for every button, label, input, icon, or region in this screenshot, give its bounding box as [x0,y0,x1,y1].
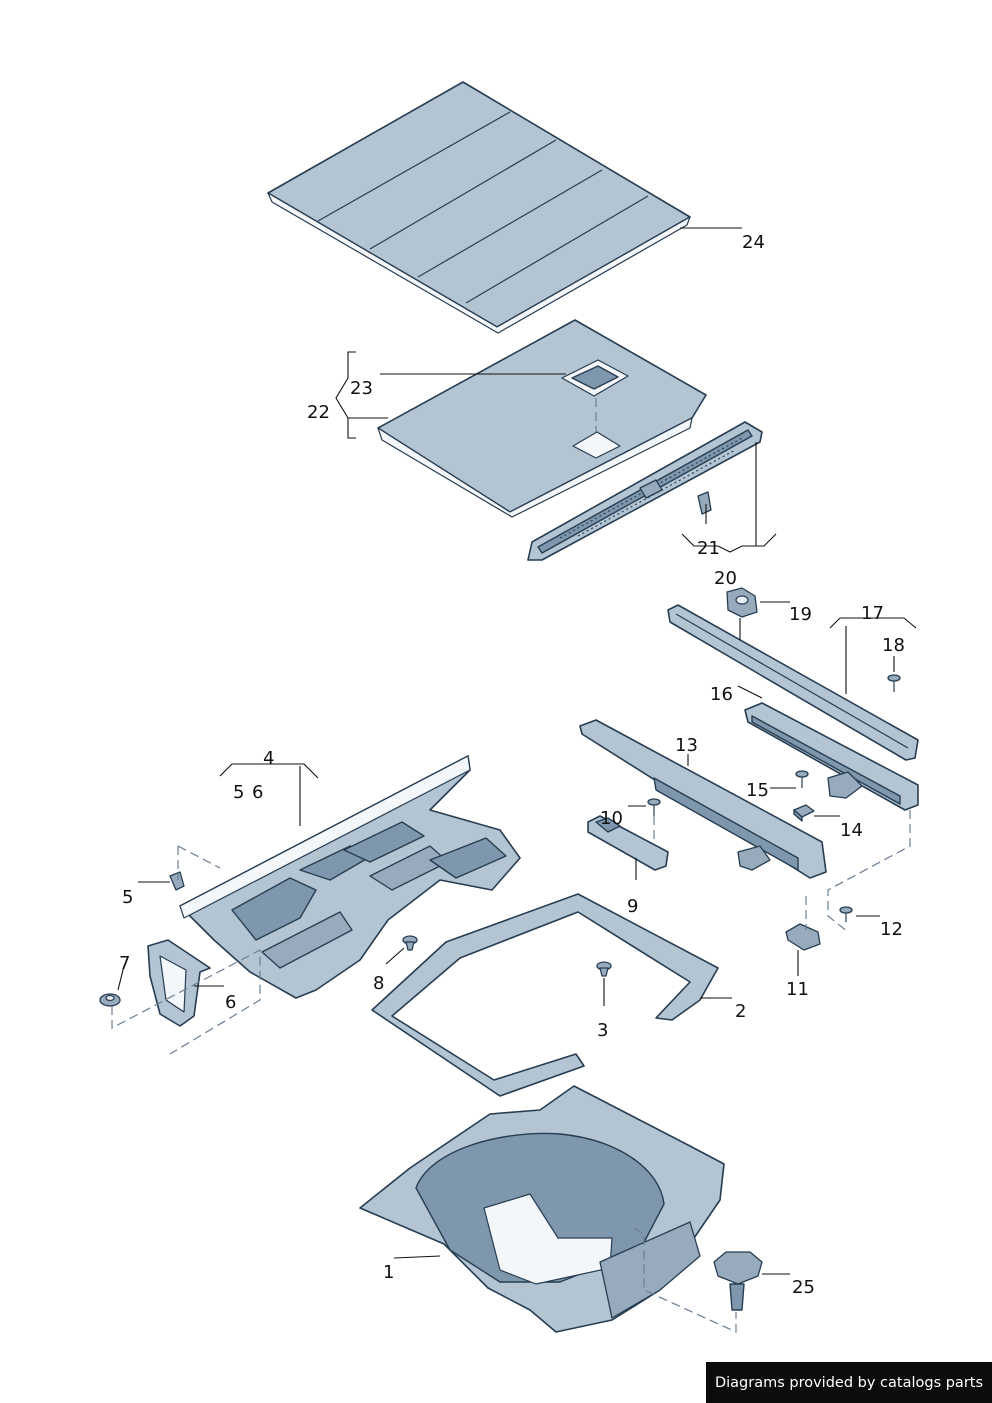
callout-6-left: 6 [225,992,236,1013]
callout-1: 1 [383,1262,394,1283]
part-24-floor-cover [267,81,691,334]
callout-14: 14 [840,820,863,841]
callout-21: 21 [697,538,720,559]
callout-16: 16 [710,684,733,705]
callout-19: 19 [789,604,812,625]
leader-lines [117,227,917,1275]
part-6-strap [147,939,211,1027]
callout-22: 22 [307,402,330,423]
callout-12: 12 [880,919,903,940]
part-7-nut [99,993,121,1007]
part-25-knob [713,1251,763,1311]
part-5-clip [169,871,185,891]
part-19-clip [726,587,758,618]
callout-23: 23 [350,378,373,399]
callout-5-left: 5 [122,887,133,908]
part-8-clip [402,935,418,951]
screw-10 [647,798,661,816]
callout-3: 3 [597,1020,608,1041]
callout-13: 13 [675,735,698,756]
part-4-storage-tray [179,755,521,999]
part-17-rail [667,604,919,761]
callout-2: 2 [735,1001,746,1022]
part-3-clip [596,961,612,977]
callout-24: 24 [742,232,765,253]
part-11-bracket [785,923,821,951]
callout-18: 18 [882,635,905,656]
callout-9: 9 [627,896,638,917]
callout-17: 17 [861,603,884,624]
callout-7: 7 [119,953,130,974]
callouts: 1 2 3 4 5 5 6 6 7 8 9 10 11 12 13 14 15 … [119,232,905,1298]
footer-text: Diagrams provided by catalogs parts [714,1374,984,1391]
part-13-trim-rail [579,719,827,879]
callout-10: 10 [600,808,623,829]
callout-8: 8 [373,973,384,994]
part-14-nut [793,804,815,822]
part-9-latch [587,815,669,871]
part-2-frame [371,893,719,1097]
callout-11: 11 [786,979,809,1000]
callout-15: 15 [746,780,769,801]
callout-25: 25 [792,1277,815,1298]
part-22-floor-panel [377,319,707,518]
assembly-lines [111,398,911,1333]
part-16-side-trim [744,702,919,811]
footer-credit: Diagrams provided by catalogs parts [706,1362,992,1403]
callout-20: 20 [714,568,737,589]
part-21-sill-trim [527,421,763,561]
screws [647,674,901,922]
callout-6-top: 6 [252,782,263,803]
screw-15 [795,770,809,788]
part-1-wheel-well [359,1085,725,1333]
screw-18 [887,674,901,692]
callout-4: 4 [263,748,274,769]
screw-12 [839,906,853,922]
callout-5-top: 5 [233,782,244,803]
